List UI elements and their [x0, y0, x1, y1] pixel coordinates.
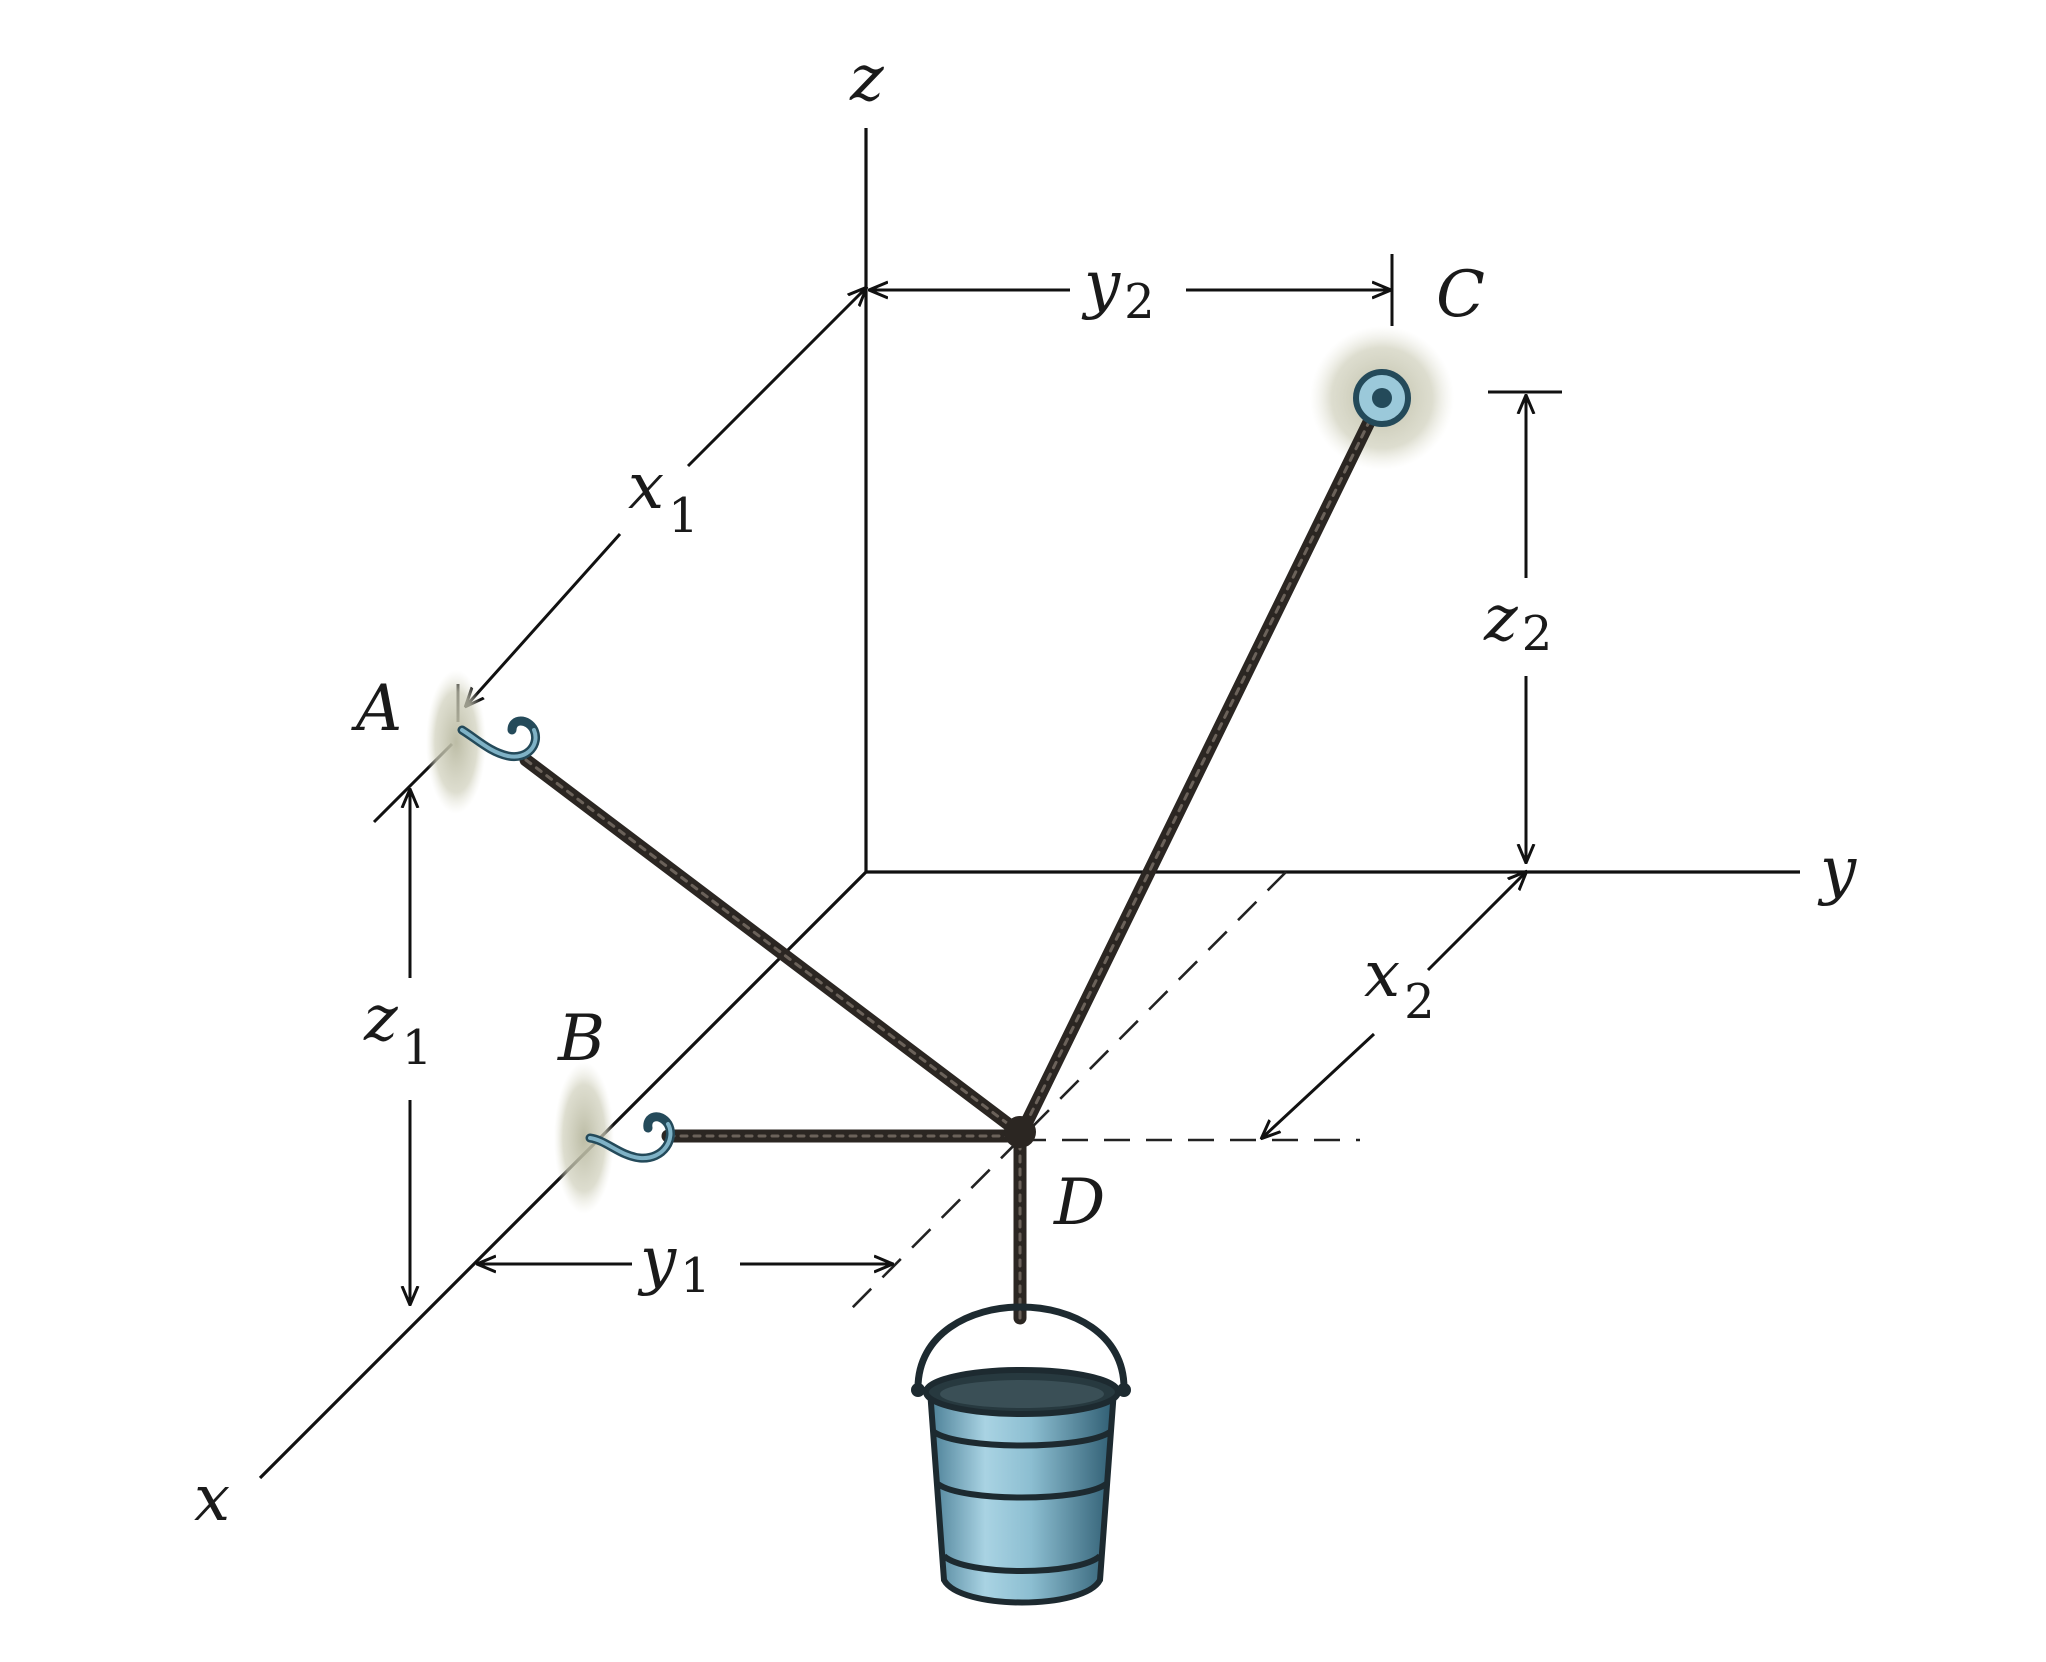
coordinate-axes — [258, 128, 1800, 1480]
point-c-label: C — [1436, 258, 1485, 332]
x-axis-label: x — [194, 1462, 230, 1536]
z-axis-label: z — [849, 42, 885, 116]
anchor-a-shadow — [426, 670, 486, 814]
knot-d — [1004, 1116, 1036, 1148]
dimension-y2-label: y2 — [1081, 248, 1155, 330]
dashed-line-d-to-y — [849, 871, 1287, 1311]
dimension-y2 — [870, 254, 1394, 326]
dimension-x1-label: x1 — [628, 450, 699, 544]
dimension-z2 — [1488, 390, 1562, 862]
point-a-label: A — [351, 672, 402, 746]
dimension-x2 — [1262, 872, 1526, 1138]
dimension-z2-label: z2 — [1483, 582, 1552, 662]
point-b-label: B — [557, 1002, 605, 1076]
cables — [519, 413, 1377, 1325]
anchor-b-shadow — [554, 1062, 614, 1214]
construction-lines — [849, 871, 1360, 1311]
dimension-y1-label: y1 — [637, 1224, 711, 1304]
dimension-z1-label: z1 — [363, 982, 432, 1076]
point-d-label: D — [1053, 1166, 1105, 1240]
pulley-c-icon — [1353, 369, 1411, 427]
y-axis-label: y — [1817, 834, 1857, 908]
bucket-icon — [911, 1303, 1131, 1606]
hook-b-icon — [585, 1112, 675, 1163]
hook-a-icon — [457, 716, 540, 762]
dimension-x2-label: x2 — [1364, 938, 1435, 1030]
